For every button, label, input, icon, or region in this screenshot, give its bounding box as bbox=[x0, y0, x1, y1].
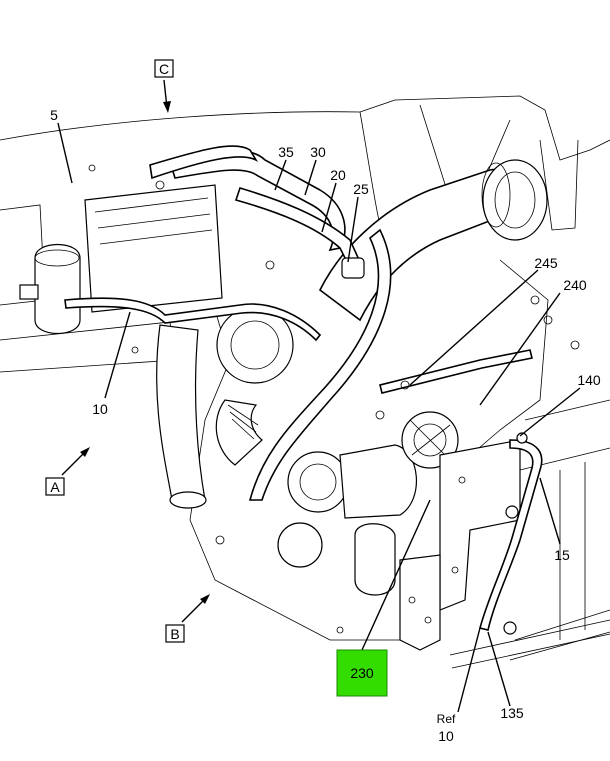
ref-callout: Ref 10 bbox=[437, 712, 456, 744]
view-c-box bbox=[154, 59, 174, 78]
view-indicator-b: B bbox=[165, 594, 210, 643]
view-b-label: B bbox=[170, 626, 179, 642]
view-b-box bbox=[165, 624, 185, 643]
callout-20: 20 bbox=[330, 167, 346, 183]
callout-30: 30 bbox=[310, 144, 326, 160]
callout-5: 5 bbox=[50, 107, 58, 123]
callout-25: 25 bbox=[353, 181, 369, 197]
highlighted-part-230[interactable]: 230 bbox=[336, 649, 388, 697]
callout-15: 15 bbox=[554, 547, 570, 563]
callout-135: 135 bbox=[500, 705, 524, 721]
view-a-box bbox=[45, 477, 65, 496]
callout-245: 245 bbox=[534, 255, 558, 271]
engine-illustration bbox=[0, 95, 610, 669]
view-indicator-a: A bbox=[45, 447, 90, 496]
callout-10: 10 bbox=[92, 401, 108, 417]
view-indicator-c: C bbox=[154, 59, 174, 113]
highlight-label[interactable]: 230 bbox=[350, 665, 374, 681]
callout-140: 140 bbox=[577, 372, 601, 388]
callout-35: 35 bbox=[278, 144, 294, 160]
leader-lines bbox=[57, 122, 581, 713]
view-c-label: C bbox=[159, 61, 169, 77]
ref-prefix: Ref bbox=[437, 712, 456, 726]
highlight-box[interactable] bbox=[336, 649, 388, 697]
callout-labels: 5 35 30 20 25 245 240 140 10 15 135 bbox=[50, 107, 601, 721]
view-a-label: A bbox=[50, 479, 60, 495]
callout-240: 240 bbox=[563, 277, 587, 293]
ref-number: 10 bbox=[438, 728, 454, 744]
